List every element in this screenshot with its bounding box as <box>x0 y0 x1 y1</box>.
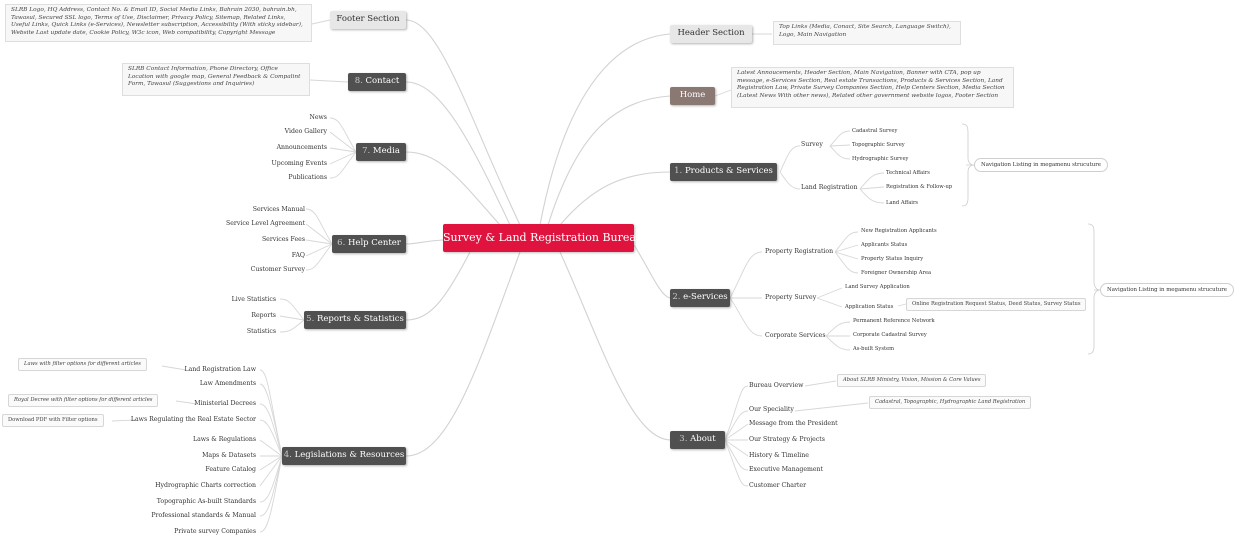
news-item[interactable]: News <box>309 114 327 121</box>
land-survey-application-item[interactable]: Land Survey Application <box>845 284 910 290</box>
legislations-resources-node[interactable]: 4. Legislations & Resources <box>282 447 406 465</box>
new-registration-applicants-item[interactable]: New Registration Applicants <box>861 228 937 234</box>
video-gallery-item[interactable]: Video Gallery <box>284 128 327 135</box>
strategy-projects-item[interactable]: Our Strategy & Projects <box>749 436 825 443</box>
contact-number: 8. <box>354 76 363 86</box>
land-registration-node[interactable]: Land Registration <box>801 184 858 191</box>
customer-charter-item[interactable]: Customer Charter <box>749 482 807 489</box>
header-section-note: Top Links (Media, Conact, Site Search, L… <box>773 21 961 45</box>
application-status-note: Online Registration Request Status, Deed… <box>906 298 1087 311</box>
contact-node[interactable]: 8. Contact <box>348 73 406 91</box>
executive-management-item[interactable]: Executive Management <box>749 466 824 473</box>
private-survey-companies-item[interactable]: Private survey Companies <box>174 528 256 535</box>
reports-number: 5. <box>306 314 315 324</box>
bureau-overview-item[interactable]: Bureau Overview <box>749 382 804 389</box>
property-survey-node[interactable]: Property Survey <box>765 294 817 301</box>
contact-note: SLRB Contact Information, Phone Director… <box>122 63 310 96</box>
footer-section-node[interactable]: Footer Section <box>330 11 406 29</box>
cadastral-survey-item[interactable]: Cadastral Survey <box>852 128 898 134</box>
reports-statistics-node[interactable]: 5. Reports & Statistics <box>304 311 406 329</box>
service-level-agreement-item[interactable]: Service Level Agreement <box>225 220 305 227</box>
corporate-services-node[interactable]: Corporate Services <box>765 332 826 339</box>
registration-follow-up-item[interactable]: Registration & Follow-up <box>886 184 953 190</box>
footer-section-note: SLRB Logo, HQ Address, Contact No. & Ema… <box>5 4 312 42</box>
maps-datasets-item[interactable]: Maps & Datasets <box>202 452 256 459</box>
legislations-number: 4. <box>283 450 292 460</box>
application-status-item[interactable]: Application Status <box>845 304 894 310</box>
services-fees-item[interactable]: Services Fees <box>261 236 305 243</box>
permanent-reference-network-item[interactable]: Permanent Reference Network <box>853 318 935 324</box>
history-timeline-item[interactable]: History & Timeline <box>749 452 809 459</box>
header-section-node[interactable]: Header Section <box>670 25 752 43</box>
e-services-node[interactable]: 2. e-Services <box>670 289 730 307</box>
announcements-item[interactable]: Announcements <box>276 144 327 151</box>
faq-item[interactable]: FAQ <box>291 252 305 259</box>
hydrographic-survey-item[interactable]: Hydrographic Survey <box>852 156 909 162</box>
e-services-nav-note: Navigation Listing in megamenu strucutur… <box>1100 283 1234 297</box>
live-statistics-item[interactable]: Live Statistics <box>231 296 276 303</box>
reports-item[interactable]: Reports <box>251 312 276 319</box>
applicants-status-item[interactable]: Applicants Status <box>861 242 908 248</box>
law-amendments-item[interactable]: Law Amendments <box>199 380 256 387</box>
feature-catalog-item[interactable]: Feature Catalog <box>205 466 256 473</box>
about-node[interactable]: 3. About <box>670 431 725 449</box>
download-pdf-note: Download PDF with Filter options <box>2 414 104 427</box>
publications-item[interactable]: Publications <box>288 174 327 181</box>
about-label: About <box>690 434 716 444</box>
products-label: Products & Services <box>684 166 773 176</box>
our-speciality-note: Cadastral, Topographic, Hydrographic Lan… <box>869 396 1032 409</box>
help-center-number: 6. <box>337 238 346 248</box>
message-from-president-item[interactable]: Message from the President <box>749 420 838 427</box>
corporate-cadastral-survey-item[interactable]: Corporate Cadastral Survey <box>853 332 927 338</box>
services-manual-item[interactable]: Services Manual <box>252 206 305 213</box>
laws-real-estate-item[interactable]: Laws Regulating the Real Estate Sector <box>130 416 256 423</box>
products-nav-note: Navigation Listing in megamenu strucutur… <box>974 158 1108 172</box>
hydrographic-charts-item[interactable]: Hydrographic Charts correction <box>155 482 256 489</box>
ministerial-decrees-item[interactable]: Ministerial Decrees <box>194 400 256 407</box>
laws-regulations-item[interactable]: Laws & Regulations <box>193 436 256 443</box>
as-built-system-item[interactable]: As-built System <box>853 346 895 352</box>
bureau-overview-note: About SLRB Ministry, Vision, Mission & C… <box>837 374 987 387</box>
topographic-as-built-item[interactable]: Topographic As-built Standards <box>156 498 256 505</box>
products-services-node[interactable]: 1. Products & Services <box>670 163 777 181</box>
e-services-number: 2. <box>672 292 681 302</box>
root-node[interactable]: Survey & Land Registration Bureau <box>443 224 643 252</box>
technical-affairs-item[interactable]: Technical Affairs <box>886 170 930 176</box>
home-node[interactable]: Home <box>670 87 715 105</box>
professional-standards-item[interactable]: Professional standards & Manual <box>151 512 256 519</box>
products-number: 1. <box>674 166 683 176</box>
property-status-inquiry-item[interactable]: Property Status Inquiry <box>861 256 924 262</box>
about-number: 3. <box>679 434 688 444</box>
land-affairs-item[interactable]: Land Affairs <box>886 200 919 206</box>
home-note: Latest Annoucements, Header Section, Mai… <box>731 67 1014 108</box>
topographic-survey-item[interactable]: Topographic Survey <box>852 142 905 148</box>
media-node[interactable]: 7. Media <box>356 143 406 161</box>
property-registration-node[interactable]: Property Registration <box>765 248 834 255</box>
help-center-node[interactable]: 6. Help Center <box>332 235 406 253</box>
law-filter-note: Laws with filter options for different a… <box>18 358 147 371</box>
contact-label: Contact <box>365 76 400 86</box>
royal-decree-note: Royal Decree with filter options for dif… <box>8 394 159 407</box>
customer-survey-item[interactable]: Customer Survey <box>250 266 305 273</box>
land-registration-law-item[interactable]: Land Registration Law <box>184 366 256 373</box>
help-center-label: Help Center <box>348 238 401 248</box>
e-services-label: e-Services <box>683 292 728 302</box>
media-label: Media <box>372 146 400 156</box>
upcoming-events-item[interactable]: Upcoming Events <box>271 160 327 167</box>
legislations-label: Legislations & Resources <box>294 450 405 460</box>
foreigner-ownership-area-item[interactable]: Foreigner Ownership Area <box>861 270 932 276</box>
our-speciality-item[interactable]: Our Speciality <box>749 406 794 413</box>
media-number: 7. <box>362 146 371 156</box>
survey-node[interactable]: Survey <box>801 141 823 148</box>
statistics-item[interactable]: Statistics <box>246 328 276 335</box>
reports-label: Reports & Statistics <box>316 314 404 324</box>
